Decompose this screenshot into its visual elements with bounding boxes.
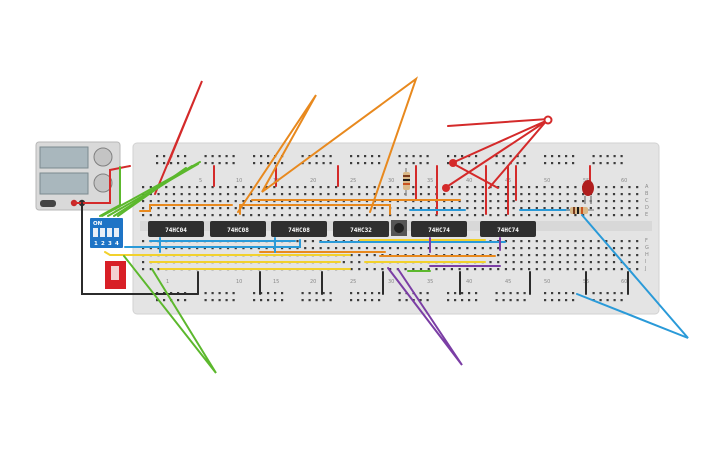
svg-text:1: 1 [166,279,169,285]
slide-switch[interactable] [105,261,126,289]
chip-74hc74-a[interactable]: 74HC74 [411,221,467,237]
svg-text:74HC08: 74HC08 [288,227,310,234]
svg-text:4: 4 [115,241,119,247]
long-wires [99,76,689,374]
wire-yellow [104,251,351,256]
svg-text:40: 40 [466,279,472,285]
power-supply[interactable] [35,141,121,211]
svg-text:50: 50 [544,178,550,184]
svg-text:50: 50 [544,279,550,285]
dip-switch[interactable]: ON 1 2 3 4 [90,218,123,248]
svg-text:45: 45 [505,279,511,285]
led-red[interactable] [582,180,594,204]
svg-text:74HC04: 74HC04 [165,227,187,234]
svg-text:30: 30 [388,279,394,285]
svg-text:2: 2 [101,241,105,247]
resistor-horizontal[interactable] [566,207,594,214]
wires [73,165,629,295]
svg-text:3: 3 [108,241,112,247]
wire-endpoints[interactable] [442,115,553,193]
svg-text:74HC08: 74HC08 [227,227,249,234]
svg-text:C: C [645,198,649,204]
svg-text:30: 30 [388,178,394,184]
svg-text:1: 1 [94,241,98,247]
ic-chips[interactable]: 74HC04 74HC08 74HC08 74HC32 74HC74 74HC7… [148,221,536,237]
svg-text:F: F [645,238,648,244]
svg-text:20: 20 [310,279,316,285]
svg-text:25: 25 [350,279,356,285]
svg-text:E: E [645,212,648,218]
resistor-vertical[interactable] [403,168,410,196]
chip-74hc08-b[interactable]: 74HC08 [271,221,327,237]
svg-text:I: I [645,259,646,265]
svg-text:H: H [645,252,649,258]
wire-orange [139,204,233,212]
svg-text:74HC74: 74HC74 [497,227,519,234]
svg-text:G: G [645,245,649,251]
svg-text:20: 20 [310,178,316,184]
svg-text:5: 5 [199,178,202,184]
push-button[interactable] [391,220,407,236]
svg-text:74HC32: 74HC32 [350,227,372,234]
svg-text:25: 25 [350,178,356,184]
wire-blue [124,239,301,248]
chip-74hc74-b[interactable]: 74HC74 [480,221,536,237]
svg-text:35: 35 [427,279,433,285]
svg-text:10: 10 [236,178,242,184]
svg-text:B: B [645,191,649,197]
svg-text:D: D [645,205,649,211]
svg-text:74HC74: 74HC74 [428,227,450,234]
chip-74hc32[interactable]: 74HC32 [333,221,389,237]
svg-text:35: 35 [427,178,433,184]
svg-text:60: 60 [621,178,627,184]
chip-74hc08-a[interactable]: 74HC08 [210,221,266,237]
svg-text:ON: ON [93,221,103,227]
svg-text:A: A [645,184,649,190]
svg-text:J: J [644,266,646,272]
svg-text:10: 10 [236,279,242,285]
row-letters: A B C D E F G H I J [644,184,649,272]
svg-text:15: 15 [273,279,279,285]
svg-text:40: 40 [466,178,472,184]
svg-text:60: 60 [621,279,627,285]
chip-74hc04[interactable]: 74HC04 [148,221,204,237]
